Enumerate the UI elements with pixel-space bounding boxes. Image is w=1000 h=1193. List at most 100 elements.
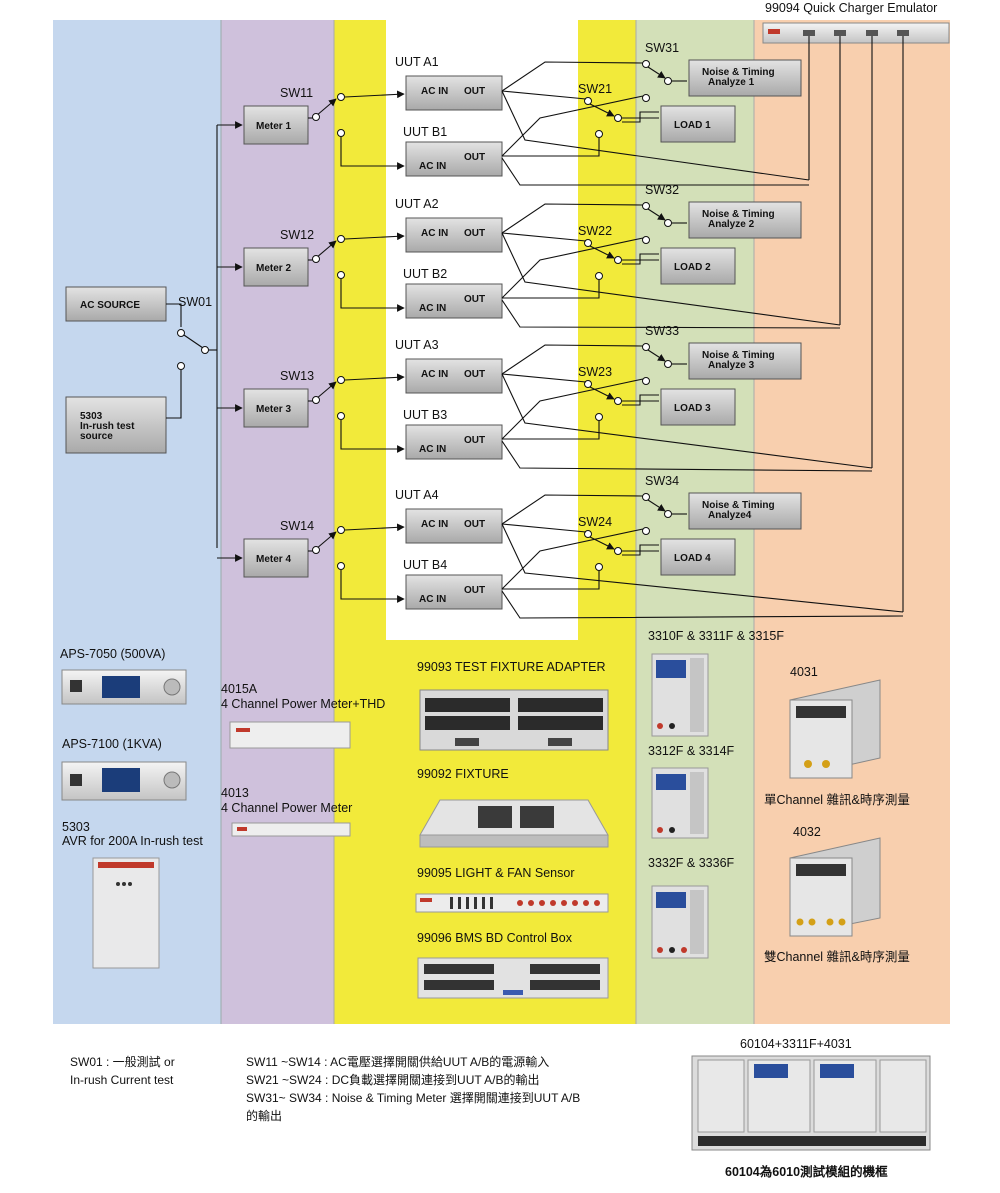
uut-a-out: OUT <box>464 228 485 239</box>
m4031-desc: 單Channel 雜訊&時序測量 <box>764 792 910 807</box>
fix99093-label: 99093 TEST FIXTURE ADAPTER <box>417 660 606 674</box>
emulator-wires <box>808 36 904 612</box>
load-box <box>660 247 736 285</box>
uut-b-label: UUT B2 <box>403 267 447 281</box>
uut-a-label: UUT A2 <box>395 197 439 211</box>
uut-b-out: OUT <box>464 152 485 163</box>
uut-b-box <box>405 283 503 319</box>
aps7100-label: APS-7100 (1KVA) <box>62 737 162 751</box>
uut-a-box <box>405 217 503 253</box>
pm4013-label: 4013 4 Channel Power Meter <box>221 786 352 815</box>
load-label: LOAD 2 <box>674 262 711 273</box>
m4031-label: 4031 <box>790 665 818 679</box>
zone-uut <box>386 20 578 640</box>
legend-sw01: SW01 : 一般測試 or In-rush Current test <box>70 1055 175 1087</box>
sw3-label: SW33 <box>645 324 679 338</box>
sw2-label: SW23 <box>578 365 612 379</box>
sw2-label: SW22 <box>578 224 612 238</box>
uut-b-label: UUT B1 <box>403 125 447 139</box>
load-box <box>660 388 736 426</box>
avr5303-device <box>92 857 160 969</box>
fix99092-label: 99092 FIXTURE <box>417 767 509 781</box>
emulator-label: 99094 Quick Charger Emulator <box>765 1 937 15</box>
sen99095-device <box>415 893 609 913</box>
uut-a-acin: AC IN <box>421 228 448 239</box>
emulator-ports <box>803 30 909 36</box>
channel-group: Meter 1 SW11 UUT A1 AC IN OUT UUT B1 AC IN OUT S… <box>217 41 904 619</box>
uut-b-acin: AC IN <box>419 444 446 455</box>
meter-label: Meter 4 <box>256 554 291 565</box>
load2-label: 3312F & 3314F <box>648 744 735 758</box>
uut-b-acin: AC IN <box>419 303 446 314</box>
uut-b-acin: AC IN <box>419 594 446 605</box>
aps7050-label: APS-7050 (500VA) <box>60 647 165 661</box>
meter-box <box>243 388 309 428</box>
channel-1: Meter 1 SW11 UUT A1 AC IN OUT UUT B1 AC IN OUT S… <box>217 41 810 186</box>
noise-box <box>688 342 802 380</box>
uut-a-acin: AC IN <box>421 86 448 97</box>
load-label: LOAD 3 <box>674 403 711 414</box>
noise-box <box>688 59 802 97</box>
box99096-device <box>417 957 609 999</box>
uut-a-acin: AC IN <box>421 369 448 380</box>
ac-source-label: AC SOURCE <box>80 300 140 311</box>
sw1-label: SW12 <box>280 228 314 242</box>
load-box <box>660 105 736 143</box>
emulator-device <box>762 22 950 44</box>
meter-box <box>243 247 309 287</box>
load-label: LOAD 4 <box>674 553 711 564</box>
uut-a-label: UUT A4 <box>395 488 439 502</box>
noise-box <box>688 201 802 239</box>
sw3-label: SW32 <box>645 183 679 197</box>
uut-a-box <box>405 75 503 111</box>
pm4013-device <box>231 822 351 837</box>
uut-b-acin: AC IN <box>419 161 446 172</box>
meter-box <box>243 538 309 578</box>
meter-label: Meter 3 <box>256 404 291 415</box>
sw3-label: SW31 <box>645 41 679 55</box>
zone-fixture-left <box>334 20 386 645</box>
sw01-label: SW01 <box>178 295 212 309</box>
frame-desc: 60104為6010測試模組的機框 <box>725 1164 888 1179</box>
load2-device <box>651 767 709 839</box>
load-label: LOAD 1 <box>674 120 711 131</box>
uut-a-acin: AC IN <box>421 519 448 530</box>
uut-a-out: OUT <box>464 369 485 380</box>
fix99093-device <box>419 689 609 751</box>
legend-sw1x: SW11 ~SW14 : AC電壓選擇開關供給UUT A/B的電源輸入 <box>246 1055 550 1069</box>
pm4015a-device <box>229 721 351 749</box>
pm4015a-label: 4015A 4 Channel Power Meter+THD <box>221 682 385 711</box>
sw1-label: SW14 <box>280 519 314 533</box>
noise-box <box>688 492 802 530</box>
uut-a-label: UUT A1 <box>395 55 439 69</box>
load-box <box>660 538 736 576</box>
zone-source <box>53 20 221 1024</box>
uut-b-label: UUT B3 <box>403 408 447 422</box>
legend-sw3x: SW31~ SW34 : Noise & Timing Meter 選擇開關連接… <box>246 1091 581 1123</box>
uut-a-out: OUT <box>464 86 485 97</box>
inrush-source-box <box>65 396 167 454</box>
m4032-label: 4032 <box>793 825 821 839</box>
emulator-badge <box>768 29 780 34</box>
sw1-label: SW11 <box>280 86 313 100</box>
sen99095-label: 99095 LIGHT & FAN Sensor <box>417 866 575 880</box>
uut-a-box <box>405 508 503 544</box>
inrush-source-label: 5303 In-rush test source <box>80 411 137 442</box>
m4031-device <box>789 679 881 779</box>
sw1-label: SW13 <box>280 369 314 383</box>
meter-label: Meter 1 <box>256 121 291 132</box>
sw2-label: SW24 <box>578 515 612 529</box>
source-section: AC SOURCE SW01 5303 In-rush test source <box>65 125 218 548</box>
equipment: APS-7050 (500VA) APS-7100 (1KVA) 5303 AV… <box>60 629 931 1179</box>
m4032-device <box>789 837 881 937</box>
uut-b-box <box>405 424 503 460</box>
uut-b-label: UUT B4 <box>403 558 447 572</box>
uut-b-out: OUT <box>464 294 485 305</box>
